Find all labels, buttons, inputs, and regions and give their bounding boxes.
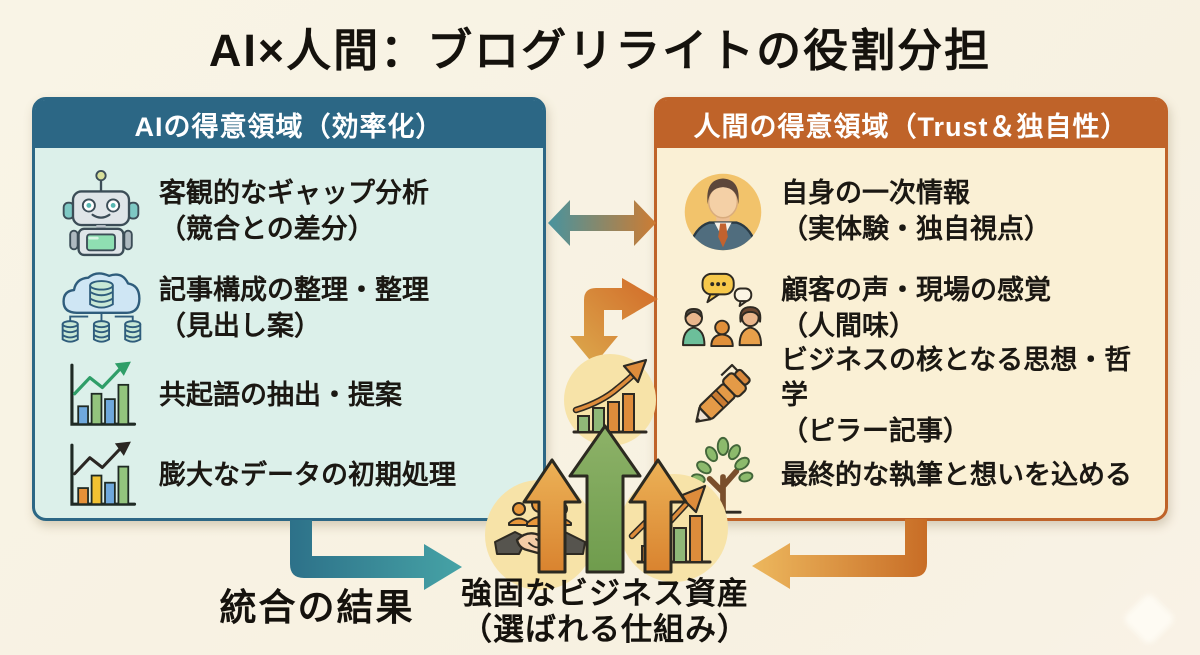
data-chart-icon [51,438,151,514]
human-panel-body: 自身の一次情報 （実体験・独自視点） [657,148,1165,522]
triple-up-arrow-icon [522,424,688,574]
list-item: 膨大なデータの初期処理 [51,436,535,516]
pen-icon [673,357,773,435]
page-title: AI×人間：ブログリライトの役割分担 [208,25,992,76]
list-item-text: 客観的なギャップ分析 （競合との差分） [159,178,429,244]
human-panel-header: 人間の得意領域（Trust＆独自性） [657,100,1165,148]
list-item-text: 自身の一次情報 （実体験・独自視点） [781,178,1051,244]
human-panel: 人間の得意領域（Trust＆独自性） [654,97,1168,521]
list-item: 記事構成の整理・整理 （見出し案） [51,262,535,356]
list-item: 自身の一次情報 （実体験・独自視点） [673,162,1157,262]
list-item-text: 膨大なデータの初期処理 [159,460,456,491]
business-asset-label: 強固なビジネス資産 （選ばれる仕組み） [461,576,749,647]
businessman-icon [673,168,773,256]
sparkle-icon [1122,592,1176,646]
list-item: 最終的な執筆と想いを込める [673,436,1157,516]
list-item-text: 記事構成の整理・整理 （見出し案） [159,275,429,341]
ai-panel-header: AIの得意領域（効率化） [35,100,543,148]
cloud-database-icon [51,267,151,351]
growth-chart-icon [564,354,656,446]
list-item-text: 最終的な執筆と想いを込める [781,460,1132,491]
list-item-text: ビジネスの核となる思想・哲学 （ピラー記事） [781,344,1132,446]
keyword-chart-icon [51,358,151,434]
robot-icon [51,166,151,258]
integration-result-label: 統合の結果 [219,587,415,628]
list-item-text: 顧客の声・現場の感覚 （人間味） [781,275,1051,341]
human-feedback-arrow [752,519,927,589]
ai-panel: AIの得意領域（効率化） [32,97,546,521]
list-item-text: 共起語の抽出・提案 [159,380,402,411]
ai-panel-body: 客観的なギャップ分析 （競合との差分） [35,148,543,522]
list-item: ビジネスの核となる思想・哲学 （ピラー記事） [673,345,1157,446]
exchange-arrow-icon [548,200,656,246]
list-item: 客観的なギャップ分析 （競合との差分） [51,162,535,262]
list-item: 顧客の声・現場の感覚 （人間味） [673,262,1157,356]
split-arrow-icon [570,278,658,365]
integration-arrow [290,520,462,590]
conversation-icon [673,269,773,349]
list-item: 共起語の抽出・提案 [51,356,535,436]
